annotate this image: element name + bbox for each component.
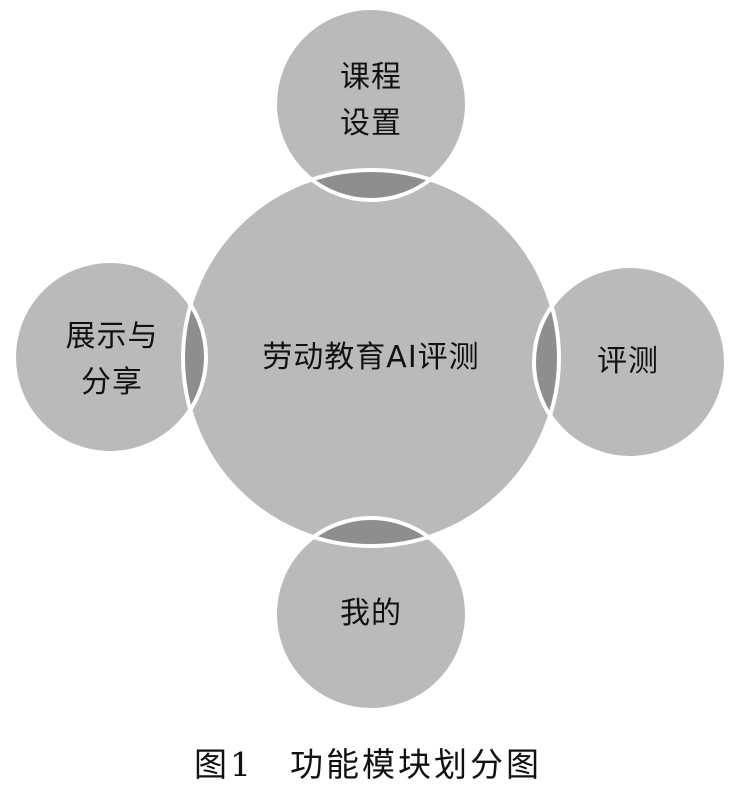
node-label-center: 劳动教育AI评测 [262, 340, 480, 375]
diagram-canvas [12, 6, 728, 712]
node-label-left: 展示与 分享 [65, 319, 159, 400]
node-label-right: 评测 [597, 344, 659, 379]
outline-bottom [273, 516, 469, 712]
outline-left [12, 259, 208, 455]
satellite-circle-right [534, 266, 726, 458]
satellite-circle-top [275, 8, 467, 200]
figure-caption: 图1 功能模块划分图 [194, 745, 542, 784]
node-label-top: 课程 设置 [340, 60, 402, 141]
outline-center [181, 168, 561, 548]
center-circle [183, 170, 559, 546]
outline-top [273, 6, 469, 202]
satellite-circle-left [14, 261, 206, 453]
outline-right [532, 264, 728, 460]
function-module-diagram: 课程 设置 展示与 分享 劳动教育AI评测 评测 我的 [12, 6, 728, 712]
satellite-circle-bottom [275, 518, 467, 710]
node-label-bottom: 我的 [340, 596, 402, 631]
